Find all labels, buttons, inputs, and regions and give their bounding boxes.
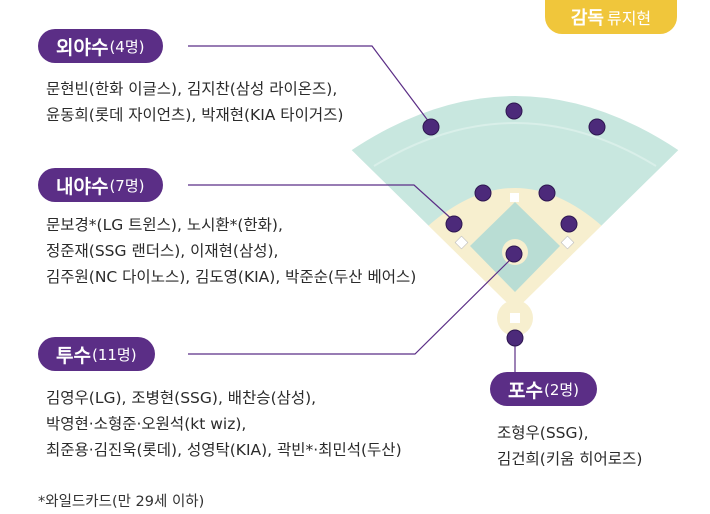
- coach-name: 류지현: [606, 9, 652, 28]
- infield-title: 내야수: [56, 175, 109, 198]
- infield-names: 문보경*(LG 트윈스), 노시환*(한화), 정준재(SSG 랜더스), 이재…: [46, 212, 416, 290]
- catchers-line: 조형우(SSG),: [497, 424, 589, 442]
- infield-title-pill: 내야수(7명): [38, 168, 163, 202]
- player-dot-shortstop: [474, 184, 492, 202]
- infield-count: (7명): [109, 176, 145, 195]
- infield-line: 문보경*(LG 트윈스), 노시환*(한화),: [46, 216, 283, 234]
- second-base: [510, 193, 519, 202]
- pitchers-title-pill: 투수(11명): [38, 337, 155, 371]
- player-dot-center-field: [505, 102, 523, 120]
- outfield-line: 윤동희(롯데 자이언츠), 박재현(KIA 타이거즈): [46, 106, 344, 124]
- infield-line: 정준재(SSG 랜더스), 이재현(삼성),: [46, 242, 279, 260]
- player-dot-left-field: [422, 118, 440, 136]
- pitchers-line: 박영현·소형준·오원석(kt wiz),: [46, 415, 247, 433]
- player-dot-right-field: [588, 118, 606, 136]
- leader-line-outfield: [188, 45, 433, 127]
- player-dot-first-base: [560, 215, 578, 233]
- outfield-title: 외야수: [56, 36, 109, 59]
- outfield-count: (4명): [109, 37, 145, 56]
- catchers-line: 김건희(키움 히어로즈): [497, 450, 643, 468]
- first-base: [560, 235, 575, 250]
- catchers-title: 포수: [508, 379, 543, 402]
- pitchers-names: 김영우(LG), 조병현(SSG), 배찬승(삼성), 박영현·소형준·오원석(…: [46, 385, 402, 463]
- outfield-arc: [373, 122, 657, 167]
- coach-badge: 감독 류지현: [545, 0, 677, 34]
- wildcard-footnote: *와일드카드(만 29세 이하): [38, 494, 205, 510]
- player-dot-pitcher: [505, 245, 523, 263]
- catchers-title-pill: 포수(2명): [490, 372, 598, 406]
- pitchers-line: 최준용·김진욱(롯데), 성영탁(KIA), 곽빈*·최민석(두산): [46, 441, 402, 459]
- foul-lines: [349, 149, 681, 313]
- pitchers-count: (11명): [91, 345, 137, 364]
- player-dot-third-base: [445, 215, 463, 233]
- player-dot-second-base: [538, 184, 556, 202]
- coach-label: 감독: [570, 8, 604, 29]
- catchers-count: (2명): [543, 380, 580, 399]
- player-dot-catcher: [506, 329, 524, 347]
- leader-line-pitchers: [188, 255, 515, 355]
- outfield-line: 문현빈(한화 이글스), 김지찬(삼성 라이온즈),: [46, 80, 338, 98]
- leader-line-infield: [188, 184, 456, 223]
- outfield-title-pill: 외야수(4명): [38, 29, 163, 63]
- outfield-names: 문현빈(한화 이글스), 김지찬(삼성 라이온즈), 윤동희(롯데 자이언츠),…: [46, 76, 343, 128]
- home-plate: [510, 313, 520, 323]
- catchers-names: 조형우(SSG), 김건희(키움 히어로즈): [497, 420, 642, 472]
- pitchers-line: 김영우(LG), 조병현(SSG), 배찬승(삼성),: [46, 389, 317, 407]
- pitchers-title: 투수: [56, 344, 91, 367]
- infield-line: 김주원(NC 다이노스), 김도영(KIA), 박준순(두산 베어스): [46, 268, 417, 286]
- third-base: [454, 235, 469, 250]
